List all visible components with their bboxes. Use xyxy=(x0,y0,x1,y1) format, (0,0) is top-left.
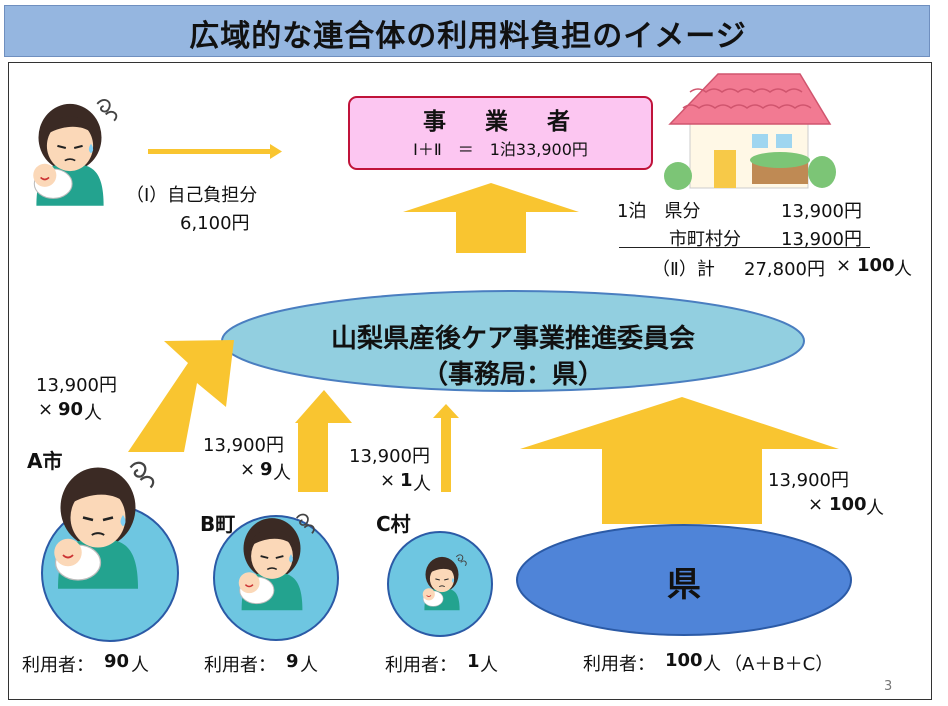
flow-b-unit: 人 xyxy=(273,463,291,484)
provider-title: 事 業 者 xyxy=(423,109,578,135)
flow-c-count: 1 xyxy=(400,470,413,491)
prefecture-ellipse xyxy=(516,524,852,636)
self-pay-amount: 6,100円 xyxy=(180,213,250,234)
city-a-name: A市 xyxy=(27,449,63,473)
mother-illustration-top xyxy=(32,98,118,207)
village-c-name: C村 xyxy=(376,512,411,536)
flow-c-amount: 13,900円 xyxy=(349,446,430,467)
diagram-frame xyxy=(8,62,932,700)
prefecture-users-note: （A＋B＋C） xyxy=(724,654,834,675)
flow-prefecture-mult: × xyxy=(808,494,824,515)
flow-b-mult: × xyxy=(240,459,256,480)
title-bar: 広域的な連合体の利用料負担のイメージ xyxy=(4,5,930,57)
committee-secretariat: （事務局：県） xyxy=(421,360,604,390)
prefecture-users-label: 利用者： xyxy=(583,654,655,675)
flow-c-mult: × xyxy=(380,470,396,491)
city-a-users-unit: 人 xyxy=(131,655,149,676)
subsidy-total-amount: 27,800円 xyxy=(744,259,825,280)
subsidy-muni-label: 市町村分 xyxy=(669,229,741,250)
city-a-arrow xyxy=(128,340,234,452)
provider-formula: Ⅰ＋Ⅱ ＝ 1泊33,900円 xyxy=(413,140,588,159)
subsidy-muni-amount: 13,900円 xyxy=(781,229,862,250)
village-c-arrow xyxy=(433,404,459,492)
subsidy-total-mult: × xyxy=(836,255,852,276)
subsidy-sum-line xyxy=(619,247,870,248)
flow-a-unit: 人 xyxy=(84,403,102,424)
town-b-users-unit: 人 xyxy=(300,655,318,676)
village-c-users-count: 1 xyxy=(467,651,480,672)
town-b-users-count: 9 xyxy=(286,651,299,672)
town-b-arrow xyxy=(295,390,352,492)
subsidy-total-label: （Ⅱ）計 xyxy=(652,259,715,280)
flow-b-count: 9 xyxy=(260,459,273,480)
flow-prefecture-count: 100 xyxy=(829,494,867,515)
self-pay-arrow xyxy=(148,144,282,159)
flow-a-amount: 13,900円 xyxy=(36,375,117,396)
self-pay-label: （Ⅰ）自己負担分 xyxy=(126,185,258,206)
town-b-users-label: 利用者： xyxy=(204,655,276,676)
prefecture-users-unit: 人 xyxy=(703,654,721,675)
prefecture-arrow xyxy=(520,397,839,524)
city-a-users-count: 90 xyxy=(104,651,130,672)
prefecture-name: 県 xyxy=(667,565,701,605)
village-c-users-unit: 人 xyxy=(480,655,498,676)
flow-a-count: 90 xyxy=(58,399,84,420)
house-illustration xyxy=(664,73,836,190)
page-title: 広域的な連合体の利用料負担のイメージ xyxy=(189,19,747,54)
city-a-users-label: 利用者： xyxy=(22,655,94,676)
page-number: 3 xyxy=(884,679,893,694)
prefecture-users-count: 100 xyxy=(665,650,703,671)
subsidy-total-count: 100 xyxy=(857,255,895,276)
flow-prefecture-unit: 人 xyxy=(866,498,884,519)
subsidy-pref-label: 1泊 県分 xyxy=(617,201,701,222)
flow-a-mult: × xyxy=(38,399,54,420)
provider-box: 事 業 者 Ⅰ＋Ⅱ ＝ 1泊33,900円 xyxy=(348,96,653,170)
village-c-users-label: 利用者： xyxy=(385,655,457,676)
committee-name: 山梨県産後ケア事業推進委員会 xyxy=(330,324,695,354)
flow-prefecture-amount: 13,900円 xyxy=(768,470,849,491)
flow-b-amount: 13,900円 xyxy=(203,435,284,456)
subsidy-total-unit: 人 xyxy=(894,259,912,280)
flow-c-unit: 人 xyxy=(413,474,431,495)
committee-to-provider-arrow xyxy=(403,183,579,253)
town-b-name: B町 xyxy=(200,512,236,536)
subsidy-pref-amount: 13,900円 xyxy=(781,201,862,222)
